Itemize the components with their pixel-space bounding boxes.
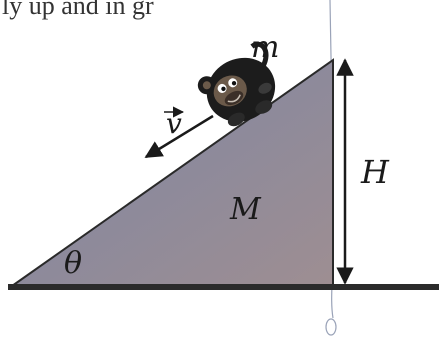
mass-large-label: M — [229, 192, 262, 227]
monkey-icon — [197, 41, 276, 127]
velocity-label: v — [166, 107, 182, 140]
wedge-block — [8, 58, 334, 287]
velocity-arrow-icon — [144, 114, 214, 159]
height-label: H — [360, 153, 390, 191]
caption-fragment: ly up and in gr — [2, 0, 154, 20]
mass-small-label: m — [251, 30, 279, 65]
ground-line — [8, 284, 439, 290]
pen-loop — [325, 318, 337, 336]
velocity-label-group: v — [164, 106, 185, 140]
angle-label: θ — [64, 246, 82, 281]
